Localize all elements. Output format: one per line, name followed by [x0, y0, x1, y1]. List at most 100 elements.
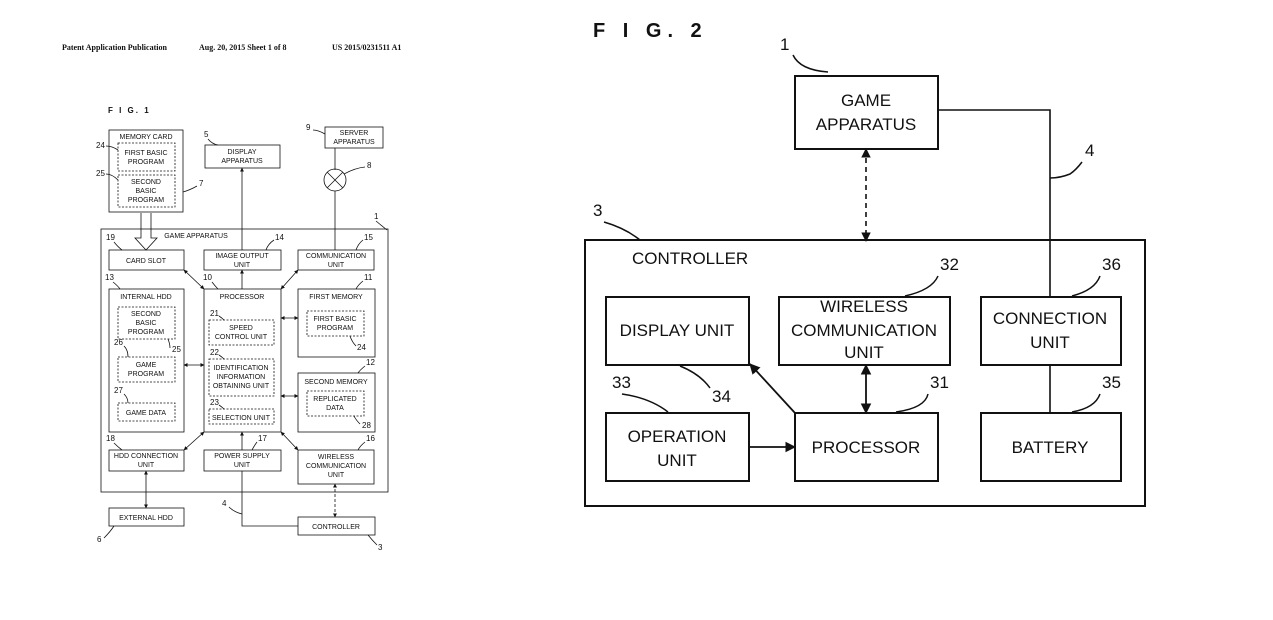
- leader-22: [218, 354, 225, 360]
- communication-line1: COMMUNICATION: [306, 253, 366, 260]
- ref-21: 21: [210, 309, 219, 318]
- hddconn-processor-link: [183, 431, 205, 451]
- leader-27: [123, 393, 129, 404]
- second-basic-program-line1: SECOND: [131, 179, 161, 186]
- leader-11: [355, 280, 364, 290]
- ref-fm-24: 24: [357, 343, 366, 352]
- ref-8: 8: [367, 161, 372, 170]
- card-slot-label: CARD SLOT: [126, 258, 167, 265]
- leader-9: [312, 129, 326, 135]
- ref-15: 15: [364, 233, 373, 242]
- first-memory-program-line2: PROGRAM: [317, 325, 353, 332]
- hdd-connection-line2: UNIT: [138, 462, 155, 469]
- internal-hdd-box: [108, 288, 185, 433]
- hdd-connection-line1: HDD CONNECTION: [114, 453, 178, 460]
- leader-7: [182, 185, 198, 193]
- processor-wireless-link: [280, 431, 299, 451]
- controller-frame: [584, 239, 1146, 507]
- power-supply-line1: POWER SUPPLY: [214, 453, 270, 460]
- leader-3: [367, 534, 378, 546]
- ref-28: 28: [362, 421, 371, 430]
- wireless2-line1: WIRELESS: [820, 297, 908, 316]
- game-program-box: [117, 356, 176, 383]
- processor-display-link: [749, 363, 796, 414]
- wireless-line2: COMMUNICATION: [306, 463, 366, 470]
- ref-4: 4: [222, 499, 227, 508]
- speed-control-unit-box: [208, 319, 275, 346]
- server-apparatus-line2: APPARATUS: [333, 139, 375, 146]
- game-apparatus-label: GAME APPARATUS: [164, 233, 228, 240]
- leader-1: [375, 220, 388, 231]
- network-cross-b: [326, 171, 344, 189]
- figure-2: F I G. 2 GAME APPARATUS 1 4 CONTROLLER 3…: [584, 20, 1146, 507]
- leader-25: [105, 173, 119, 181]
- first-memory-label: FIRST MEMORY: [309, 294, 363, 301]
- game-apparatus-box: [794, 75, 939, 150]
- processor-block: PROCESSOR 10 21 SPEED CONTROL UNIT 22 ID…: [203, 273, 282, 433]
- ref2-1: 1: [780, 35, 789, 54]
- external-hdd-box: [108, 507, 185, 527]
- communication-unit-box: [297, 249, 375, 271]
- game-program-line2: PROGRAM: [128, 371, 164, 378]
- leader-17: [251, 441, 258, 451]
- game-apparatus-frame: [100, 228, 389, 493]
- connection-line1: CONNECTION: [993, 309, 1107, 328]
- selection-unit-label: SELECTION UNIT: [212, 415, 271, 422]
- identification-unit-box: [208, 358, 275, 397]
- ref-18: 18: [106, 434, 115, 443]
- first-basic-program-line2: PROGRAM: [128, 159, 164, 166]
- connection-unit-box: [980, 296, 1122, 366]
- insert-arrow: [134, 213, 158, 251]
- wireless-line1: WIRELESS: [318, 454, 355, 461]
- internal-hdd-block: INTERNAL HDD SECOND BASIC PROGRAM 25 26 …: [105, 273, 185, 433]
- ref2-33: 33: [612, 373, 631, 392]
- hdd-second-line2: BASIC: [135, 320, 156, 327]
- second-basic-program-line2: BASIC: [135, 188, 156, 195]
- leader2-1: [792, 54, 829, 73]
- ref-5: 5: [204, 130, 209, 139]
- second-basic-program-line3: PROGRAM: [128, 197, 164, 204]
- first-basic-program-box: [117, 142, 176, 172]
- ref-9: 9: [306, 123, 311, 132]
- ref-24: 24: [96, 141, 105, 150]
- ref-26: 26: [114, 338, 123, 347]
- ref-25: 25: [96, 169, 105, 178]
- ref-23: 23: [210, 398, 219, 407]
- operation-line1: OPERATION: [628, 427, 727, 446]
- image-output-line2: UNIT: [234, 262, 251, 269]
- speed-control-line2: CONTROL UNIT: [215, 334, 268, 341]
- figure-1: F I G. 1 MEMORY CARD FIRST BASIC PROGRAM…: [96, 106, 389, 552]
- first-memory-program-line1: FIRST BASIC: [313, 316, 356, 323]
- ref-13: 13: [105, 273, 114, 282]
- replicated-data-line2: DATA: [326, 405, 344, 412]
- publication-label: Patent Application Publication: [62, 43, 167, 52]
- replicated-data-box: [306, 390, 365, 417]
- second-memory-box: [297, 372, 376, 433]
- leader-26: [123, 345, 129, 358]
- first-memory-box: [297, 288, 376, 358]
- ref-1: 1: [374, 212, 379, 221]
- ref2-35: 35: [1102, 373, 1121, 392]
- ref-3: 3: [378, 543, 383, 552]
- leader2-32: [904, 275, 939, 297]
- ref-14: 14: [275, 233, 284, 242]
- leader-14: [265, 239, 275, 251]
- leader-8: [343, 166, 366, 175]
- processor-label: PROCESSOR: [220, 294, 265, 301]
- leader-21: [218, 315, 225, 321]
- ref-11: 11: [364, 273, 373, 282]
- display-apparatus-block: DISPLAY APPARATUS 5: [204, 130, 281, 169]
- memory-card-label: MEMORY CARD: [119, 134, 172, 141]
- leader-hdd-25: [167, 338, 171, 349]
- leader-18: [113, 442, 123, 451]
- ref2-31: 31: [930, 373, 949, 392]
- ref2-36: 36: [1102, 255, 1121, 274]
- ref-7: 7: [199, 179, 204, 188]
- identification-line1: IDENTIFICATION: [213, 365, 268, 372]
- first-memory-program-box: [306, 310, 365, 337]
- display-apparatus-line1: DISPLAY: [227, 149, 256, 156]
- leader-16: [357, 441, 366, 451]
- card-slot-box: [108, 249, 185, 271]
- hdd-second-line3: PROGRAM: [128, 329, 164, 336]
